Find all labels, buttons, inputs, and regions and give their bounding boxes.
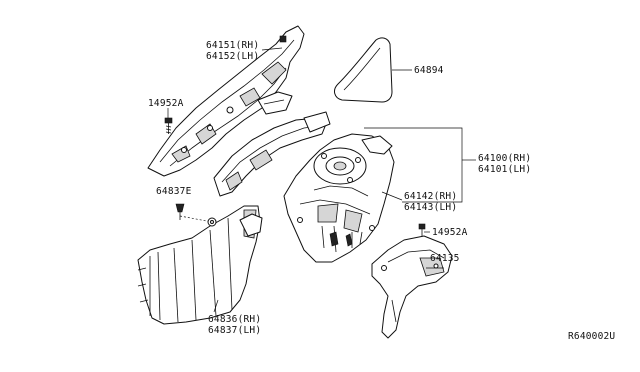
label-64135: 64135 [430, 253, 460, 264]
clip-64837e-part [175, 203, 213, 223]
fender-protector-part [137, 205, 263, 325]
label-64894: 64894 [414, 65, 444, 76]
label-64152: 64152(LH) [206, 51, 259, 62]
label-64836: 64836(RH) [208, 314, 261, 325]
upper-rail-part [147, 25, 305, 177]
leader-lines [167, 47, 476, 313]
label-14952a-top: 14952A [148, 98, 184, 109]
label-64100: 64100(RH) [478, 153, 531, 164]
seal-64894-part [334, 37, 393, 103]
label-64143: 64143(LH) [404, 202, 457, 213]
label-14952a-bottom: 14952A [432, 227, 468, 238]
middle-rail-part [213, 111, 331, 197]
bracket-64135-part [371, 235, 453, 339]
label-64151: 64151(RH) [206, 40, 259, 51]
label-64837: 64837(LH) [208, 325, 261, 336]
diagram-code: R640002U [568, 331, 615, 342]
hoodledge-strut-housing-part [283, 133, 395, 263]
label-64142: 64142(RH) [404, 191, 457, 202]
label-64837e: 64837E [156, 186, 192, 197]
bolt-14952a-top-part [164, 117, 173, 134]
label-64101: 64101(LH) [478, 164, 531, 175]
